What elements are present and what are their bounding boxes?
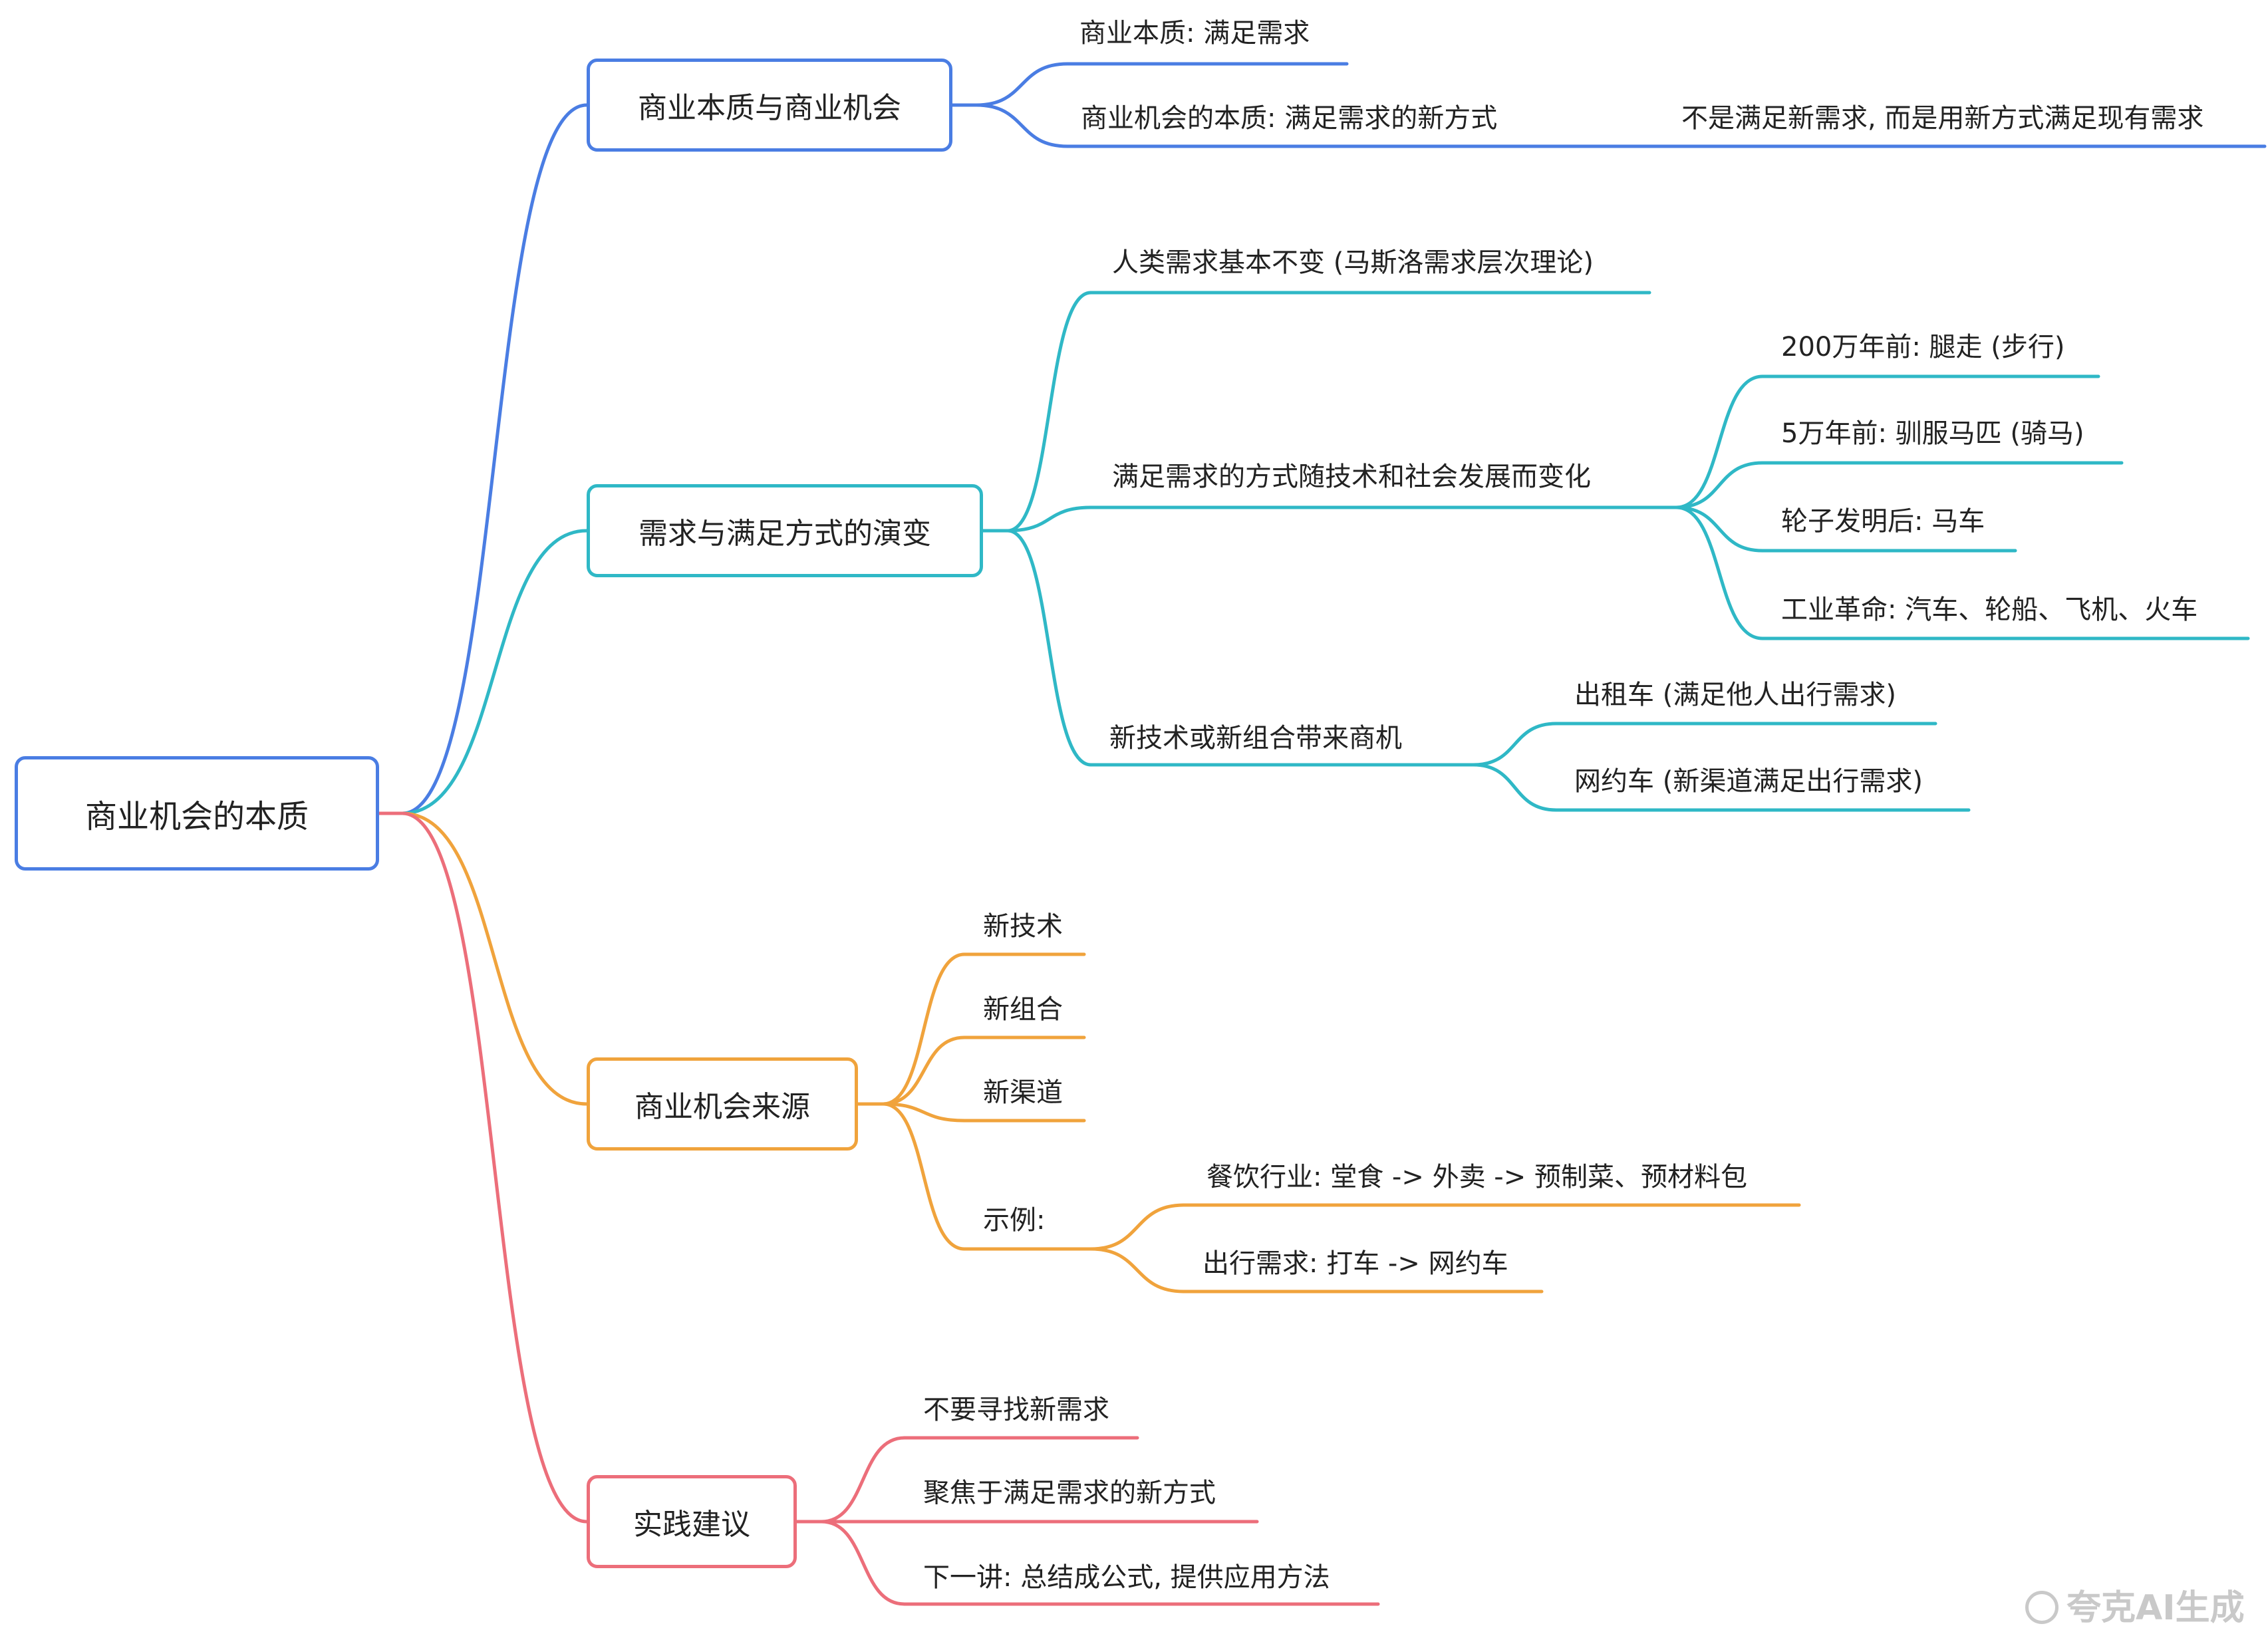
branch-practice-advice[interactable]: 实践建议 (587, 1475, 797, 1568)
connector-b4-2 (819, 1520, 907, 1606)
connector-b1-1 (974, 103, 1069, 148)
leaf-examples: 示例: (983, 1205, 1046, 1236)
leaf-ride-hailing: 网约车 (新渠道满足出行需求) (1574, 766, 1923, 797)
connector-b2-sub6-0 (1471, 722, 1558, 767)
connector-b2-sub-1 (1674, 461, 1765, 509)
leaf-catering: 餐饮行业: 堂食 -> 外卖 -> 预制菜、预材料包 (1206, 1162, 1747, 1192)
leaf-industrial: 工业革命: 汽车、轮船、飞机、火车 (1781, 595, 2198, 625)
connector-b1-0 (974, 62, 1069, 107)
connector-b3-1 (881, 1035, 966, 1106)
leaf-new-tech-combo: 新技术或新组合带来商机 (1109, 723, 1402, 753)
connector-b2-0 (1006, 291, 1093, 533)
connector-b4-0 (819, 1436, 907, 1524)
leaf-travel: 出行需求: 打车 -> 网约车 (1203, 1248, 1508, 1279)
connector-b2-sub-2 (1674, 505, 1765, 553)
leaf-taxi: 出租车 (满足他人出行需求) (1574, 680, 1896, 710)
connector-b3-2 (881, 1102, 966, 1123)
branch-opportunity-sources[interactable]: 商业机会来源 (587, 1057, 858, 1151)
connector-b3-ex-1 (1089, 1247, 1186, 1294)
leaf-wheel: 轮子发明后: 马车 (1781, 506, 1985, 537)
leaf-not-new-demand: 不是满足新需求, 而是用新方式满足现有需求 (1681, 103, 2204, 134)
watermark-logo-icon (2025, 1591, 2058, 1624)
leaf-human-needs-constant: 人类需求基本不变 (马斯洛需求层次理论) (1112, 247, 1594, 278)
watermark: 夸克AI生成 (2025, 1579, 2245, 1629)
leaf-opportunity-essence: 商业机会的本质: 满足需求的新方式 (1081, 103, 1498, 134)
connector-b3-3 (881, 1102, 966, 1251)
leaf-new-channel: 新渠道 (983, 1077, 1063, 1108)
root-topic[interactable]: 商业机会的本质 (15, 756, 379, 871)
leaf-dont-seek-new: 不要寻找新需求 (923, 1395, 1109, 1425)
connector-b2-sub6-1 (1471, 763, 1558, 812)
connector-root-b3 (400, 811, 589, 1106)
connector-b2-sub-0 (1674, 374, 1765, 509)
branch-demand-evolution[interactable]: 需求与满足方式的演变 (587, 484, 983, 577)
connector-b2-sub-3 (1674, 505, 1765, 640)
connector-b3-ex-0 (1089, 1203, 1186, 1251)
leaf-new-combo: 新组合 (983, 994, 1063, 1025)
connector-root-b1 (400, 103, 589, 815)
connector-root-b2 (400, 529, 589, 815)
leaf-focus-new-ways: 聚焦于满足需求的新方式 (923, 1478, 1216, 1508)
connector-root-b4 (400, 811, 589, 1524)
leaf-new-tech: 新技术 (983, 911, 1063, 942)
connector-b2-6 (1006, 529, 1093, 767)
watermark-text: 夸克AI生成 (2066, 1588, 2245, 1628)
leaf-ways-change: 满足需求的方式随技术和社会发展而变化 (1112, 462, 1591, 492)
leaf-next-lecture: 下一讲: 总结成公式, 提供应用方法 (923, 1562, 1330, 1593)
leaf-50k-years: 5万年前: 驯服马匹 (骑马) (1781, 418, 2084, 449)
leaf-2m-years: 200万年前: 腿走 (步行) (1781, 332, 2065, 362)
connector-b3-0 (881, 952, 966, 1106)
connector-b2-1 (1006, 505, 1093, 533)
branch-business-essence[interactable]: 商业本质与商业机会 (587, 59, 952, 152)
leaf-business-essence: 商业本质: 满足需求 (1079, 18, 1310, 49)
